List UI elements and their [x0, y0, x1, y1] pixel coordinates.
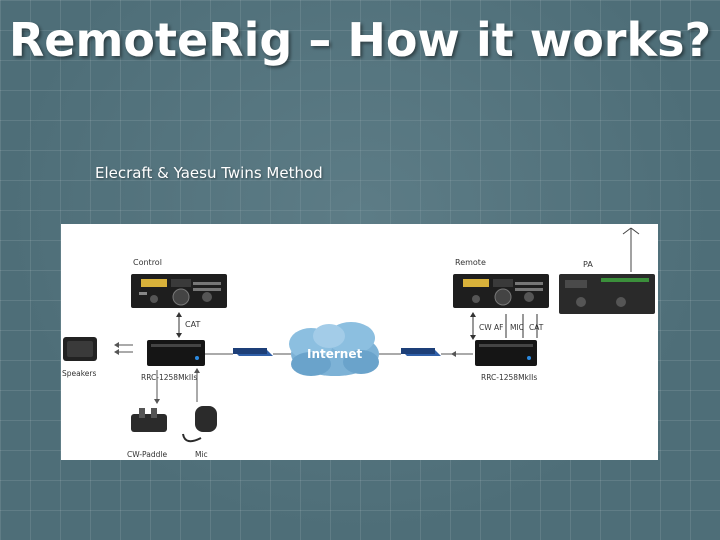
label-signal-af: AF: [494, 323, 503, 332]
arrowhead-right-link: [451, 351, 456, 357]
accessory-link-arrows: [154, 368, 200, 404]
label-cat-left: CAT: [185, 320, 200, 329]
interface-box-icon-right: [475, 340, 537, 366]
label-signal-cat: CAT: [529, 323, 544, 332]
speaker-link-arrows: [114, 342, 133, 355]
remote-signal-arrows: [470, 312, 538, 340]
router-icon-right: [401, 348, 441, 356]
cat-link-arrow: [176, 312, 182, 338]
control-transceiver-icon: [131, 274, 227, 308]
diagram-canvas: Control CAT Speakers: [62, 227, 655, 459]
label-mic: Mic: [195, 450, 208, 459]
interface-box-icon-left: [147, 340, 205, 366]
label-rrc-left: RRC-1258MkIIs: [141, 373, 197, 382]
label-remote: Remote: [455, 258, 486, 267]
amplifier-icon: [559, 274, 655, 314]
remote-transceiver-icon: [453, 274, 549, 308]
label-speakers: Speakers: [62, 369, 97, 378]
microphone-icon: [182, 406, 217, 443]
antenna-icon: [622, 227, 640, 272]
paddle-icon: [131, 408, 167, 432]
router-icon-left: [233, 348, 273, 356]
label-internet: Internet: [307, 347, 362, 361]
system-diagram: Control CAT Speakers: [61, 224, 658, 460]
label-signal-cw: CW: [479, 323, 492, 332]
label-control: Control: [133, 258, 162, 267]
slide-title-text: RemoteRig – How it works?: [8, 13, 712, 67]
slide-subtitle: Elecraft & Yaesu Twins Method: [95, 164, 323, 182]
label-signal-mic: MIC: [510, 323, 524, 332]
speaker-icon: [63, 337, 97, 361]
internet-cloud-icon: [289, 322, 379, 376]
label-cw-paddle: CW-Paddle: [127, 450, 167, 459]
label-rrc-right: RRC-1258MkIIs: [481, 373, 537, 382]
slide-title: RemoteRig – How it works?: [0, 10, 720, 70]
label-pa: PA: [583, 260, 593, 269]
